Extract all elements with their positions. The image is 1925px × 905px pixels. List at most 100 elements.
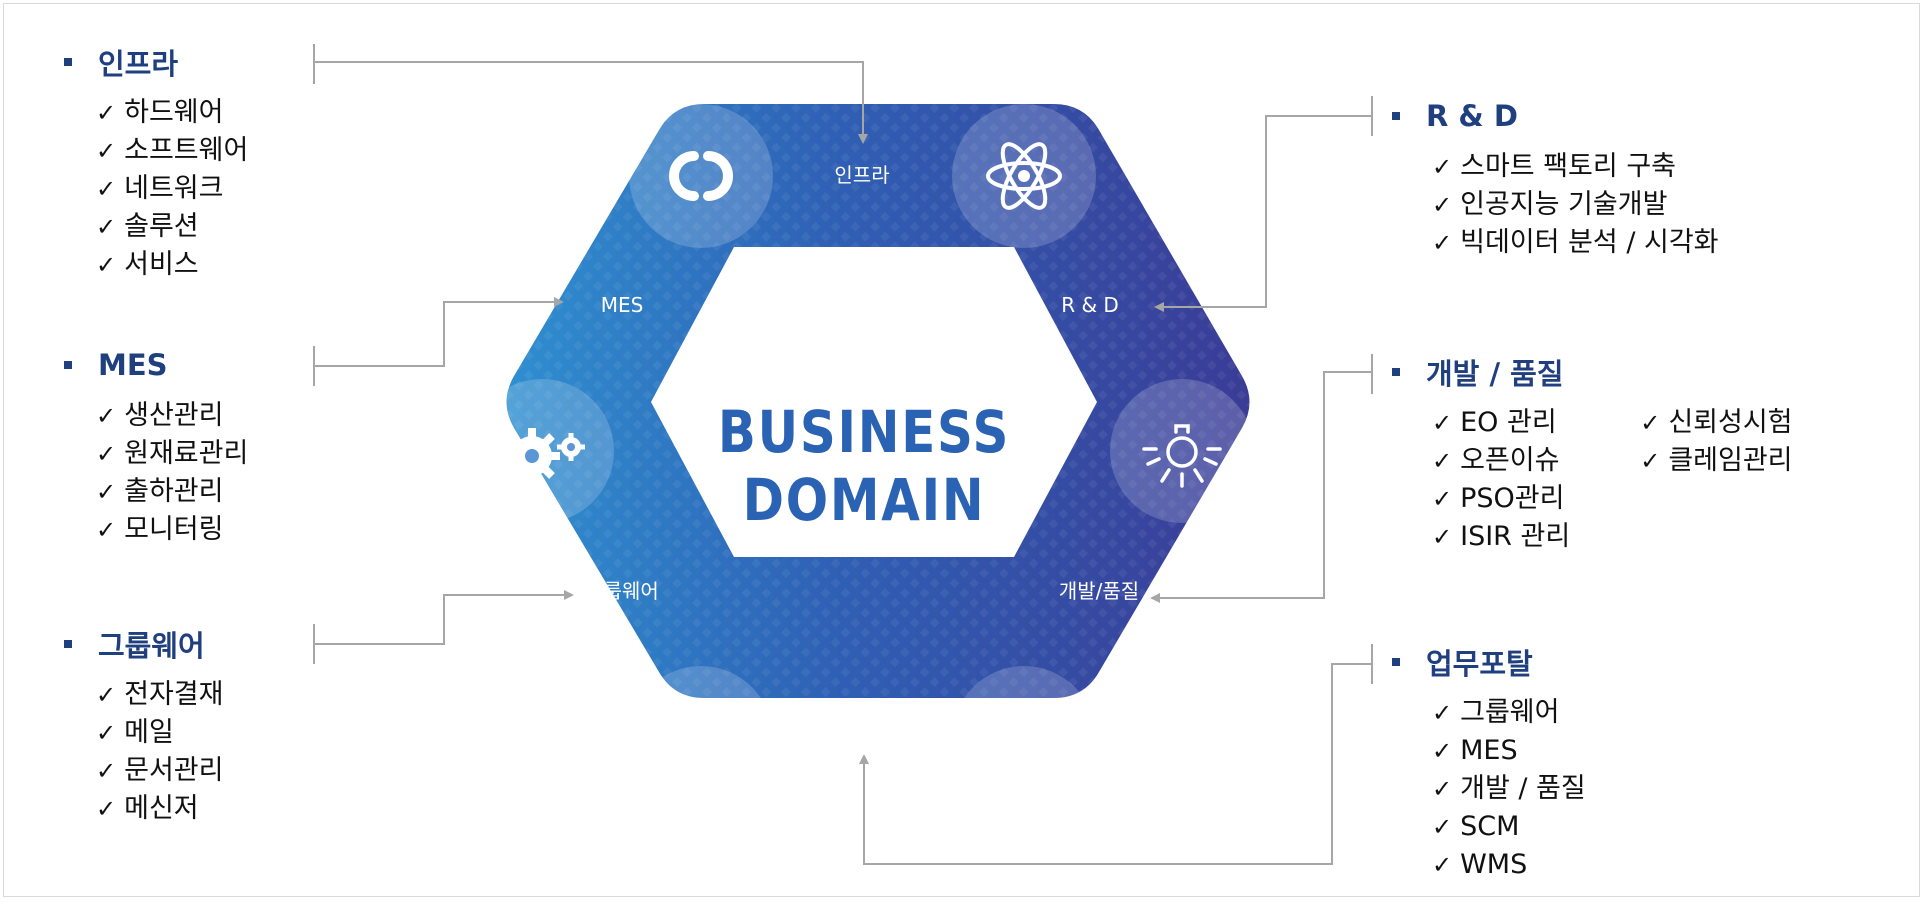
item-text: 서비스: [124, 249, 199, 280]
check-icon: ✓: [96, 681, 117, 709]
check-icon: ✓: [96, 440, 117, 468]
item-list: ✓하드웨어 ✓소프트웨어 ✓네트워크 ✓솔루션 ✓서비스: [96, 94, 248, 284]
check-icon: ✓: [1432, 447, 1453, 475]
item-text: EO 관리: [1460, 407, 1557, 438]
check-icon: ✓: [96, 213, 117, 241]
list-item: ✓소프트웨어: [96, 132, 248, 170]
hex-label-lower-left: 그룹웨어: [585, 579, 659, 603]
square-bullet-icon: [1392, 368, 1400, 376]
group-groupware: 그룹웨어 ✓전자결재 ✓메일 ✓문서관리 ✓메신저: [64, 624, 223, 828]
group-title-text: R & D: [1426, 99, 1518, 133]
group-rnd: R & D ✓스마트 팩토리 구축 ✓인공지능 기술개발 ✓빅데이터 분석 / …: [1392, 96, 1719, 262]
item-text: 개발 / 품질: [1460, 773, 1586, 804]
check-icon: ✓: [1432, 485, 1453, 513]
circle-bottom-left: [629, 666, 773, 810]
check-icon: ✓: [96, 757, 117, 785]
group-title: 업무포탈: [1392, 642, 1586, 682]
list-item: ✓클레임관리: [1640, 442, 1792, 480]
list-item: ✓PSO관리: [1432, 480, 1570, 518]
list-item: ✓신뢰성시험: [1640, 404, 1792, 442]
item-text: 원재료관리: [124, 438, 249, 469]
group-infra: 인프라 ✓하드웨어 ✓소프트웨어 ✓네트워크 ✓솔루션 ✓서비스: [64, 42, 248, 284]
circle-right: [1110, 379, 1254, 523]
item-text: 스마트 팩토리 구축: [1460, 151, 1676, 182]
list-item: ✓WMS: [1432, 846, 1586, 884]
list-item: ✓빅데이터 분석 / 시각화: [1432, 224, 1719, 262]
list-item: ✓MES: [1432, 732, 1586, 770]
square-bullet-icon: [1392, 112, 1400, 120]
group-mes: MES ✓생산관리 ✓원재료관리 ✓출하관리 ✓모니터링: [64, 345, 248, 549]
check-icon: ✓: [1432, 409, 1453, 437]
list-item: ✓생산관리: [96, 397, 248, 435]
circle-top-left: [629, 104, 773, 248]
envelope-icon: [665, 713, 737, 767]
list-item: ✓EO 관리: [1432, 404, 1570, 442]
item-text: SCM: [1460, 811, 1520, 842]
list-item: ✓하드웨어: [96, 94, 248, 132]
hex-label-bottom: 업무포탈: [825, 721, 899, 745]
connector-mes: [313, 297, 564, 386]
list-item: ✓오픈이슈: [1432, 442, 1570, 480]
list-item: ✓서비스: [96, 246, 248, 284]
portal-icon: [998, 705, 1060, 758]
list-item: ✓개발 / 품질: [1432, 770, 1586, 808]
connectors: [313, 44, 1373, 865]
square-bullet-icon: [64, 58, 72, 66]
check-icon: ✓: [96, 478, 117, 506]
list-item: ✓ISIR 관리: [1432, 518, 1570, 556]
check-icon: ✓: [96, 137, 117, 165]
list-item: ✓스마트 팩토리 구축: [1432, 148, 1719, 186]
check-icon: ✓: [96, 516, 117, 544]
check-icon: ✓: [1432, 191, 1453, 219]
atom-icon: [986, 142, 1062, 210]
square-bullet-icon: [1392, 658, 1400, 666]
list-item: ✓솔루션: [96, 208, 248, 246]
item-text: 메일: [124, 717, 174, 748]
group-title: 인프라: [64, 42, 248, 82]
check-icon: ✓: [1432, 523, 1453, 551]
group-portal: 업무포탈 ✓그룹웨어 ✓MES ✓개발 / 품질 ✓SCM ✓WMS: [1392, 642, 1586, 884]
item-list: ✓EO 관리 ✓오픈이슈 ✓PSO관리 ✓ISIR 관리: [1432, 404, 1570, 556]
item-text: 신뢰성시험: [1668, 407, 1793, 438]
item-text: 클레임관리: [1668, 445, 1793, 476]
group-title-text: MES: [98, 348, 168, 382]
check-icon: ✓: [1432, 737, 1453, 765]
hexagon-diagram: 인프라 MES R & D 그룹웨어 개발/품질 업무포탈: [313, 44, 1373, 865]
item-list: ✓생산관리 ✓원재료관리 ✓출하관리 ✓모니터링: [96, 397, 248, 549]
list-item: ✓모니터링: [96, 511, 248, 549]
connector-groupware: [313, 590, 574, 664]
square-bullet-icon: [64, 640, 72, 648]
connector-infra: [313, 44, 868, 144]
check-icon: ✓: [96, 719, 117, 747]
item-list: ✓전자결재 ✓메일 ✓문서관리 ✓메신저: [96, 676, 223, 828]
item-text: 모니터링: [124, 514, 224, 545]
item-text: MES: [1460, 735, 1518, 766]
list-item: ✓그룹웨어: [1432, 694, 1586, 732]
hex-label-upper-right: R & D: [1061, 293, 1119, 317]
item-text: 인공지능 기술개발: [1460, 189, 1668, 220]
check-icon: ✓: [1640, 447, 1661, 475]
item-text: 생산관리: [124, 400, 224, 431]
check-icon: ✓: [1640, 409, 1661, 437]
item-text: WMS: [1460, 849, 1528, 880]
item-text: PSO관리: [1460, 483, 1565, 514]
list-item: ✓문서관리: [96, 752, 223, 790]
item-text: 네트워크: [124, 173, 224, 204]
list-item: ✓인공지능 기술개발: [1432, 186, 1719, 224]
check-icon: ✓: [96, 795, 117, 823]
list-item: ✓출하관리: [96, 473, 248, 511]
check-icon: ✓: [1432, 851, 1453, 879]
check-icon: ✓: [1432, 699, 1453, 727]
group-quality: 개발 / 품질 ✓EO 관리 ✓오픈이슈 ✓PSO관리 ✓ISIR 관리 ✓신뢰…: [1392, 352, 1793, 556]
item-text: 오픈이슈: [1460, 445, 1560, 476]
list-item: ✓SCM: [1432, 808, 1586, 846]
item-text: 전자결재: [124, 679, 224, 710]
check-icon: ✓: [96, 251, 117, 279]
group-title-text: 인프라: [98, 47, 179, 81]
group-title: R & D: [1392, 96, 1719, 136]
list-item: ✓메신저: [96, 790, 223, 828]
group-title: MES: [64, 345, 248, 385]
item-text: 문서관리: [124, 755, 224, 786]
group-title-text: 개발 / 품질: [1426, 357, 1564, 391]
group-title: 개발 / 품질: [1392, 352, 1793, 392]
